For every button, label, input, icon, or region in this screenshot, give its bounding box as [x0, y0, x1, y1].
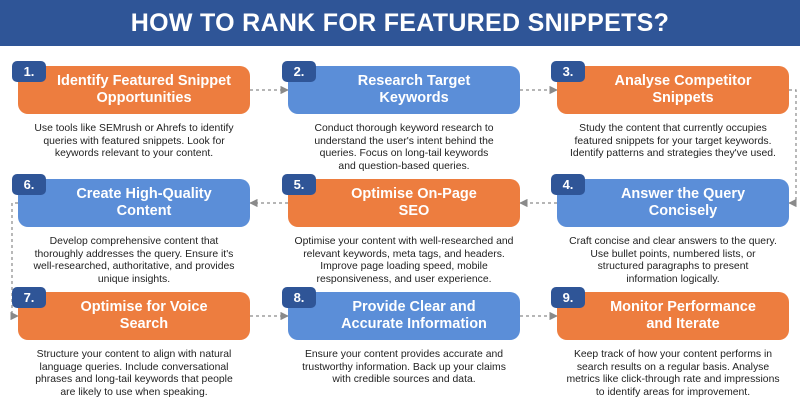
- step-5-description: Optimise your content with well-research…: [294, 236, 514, 285]
- step-9-description: Keep track of how your content performs …: [566, 349, 780, 398]
- page-title: HOW TO RANK FOR FEATURED SNIPPETS?: [130, 8, 670, 37]
- step-5-number: 5.: [282, 174, 316, 195]
- step-1-description: Use tools like SEMrush or Ahrefs to iden…: [34, 123, 234, 160]
- header-banner: HOW TO RANK FOR FEATURED SNIPPETS?: [0, 0, 800, 46]
- step-7-description: Structure your content to align with nat…: [35, 349, 233, 398]
- step-1-number: 1.: [12, 61, 46, 82]
- step-8-description: Ensure your content provides accurate an…: [302, 349, 506, 386]
- step-3-description: Study the content that currently occupie…: [570, 123, 776, 160]
- step-8-number: 8.: [282, 287, 316, 308]
- step-9-number: 9.: [551, 287, 585, 308]
- step-2-number: 2.: [282, 61, 316, 82]
- step-4-description: Craft concise and clear answers to the q…: [569, 236, 777, 285]
- step-7-number: 7.: [12, 287, 46, 308]
- step-4-number: 4.: [551, 174, 585, 195]
- step-3-number: 3.: [551, 61, 585, 82]
- step-6-number: 6.: [12, 174, 46, 195]
